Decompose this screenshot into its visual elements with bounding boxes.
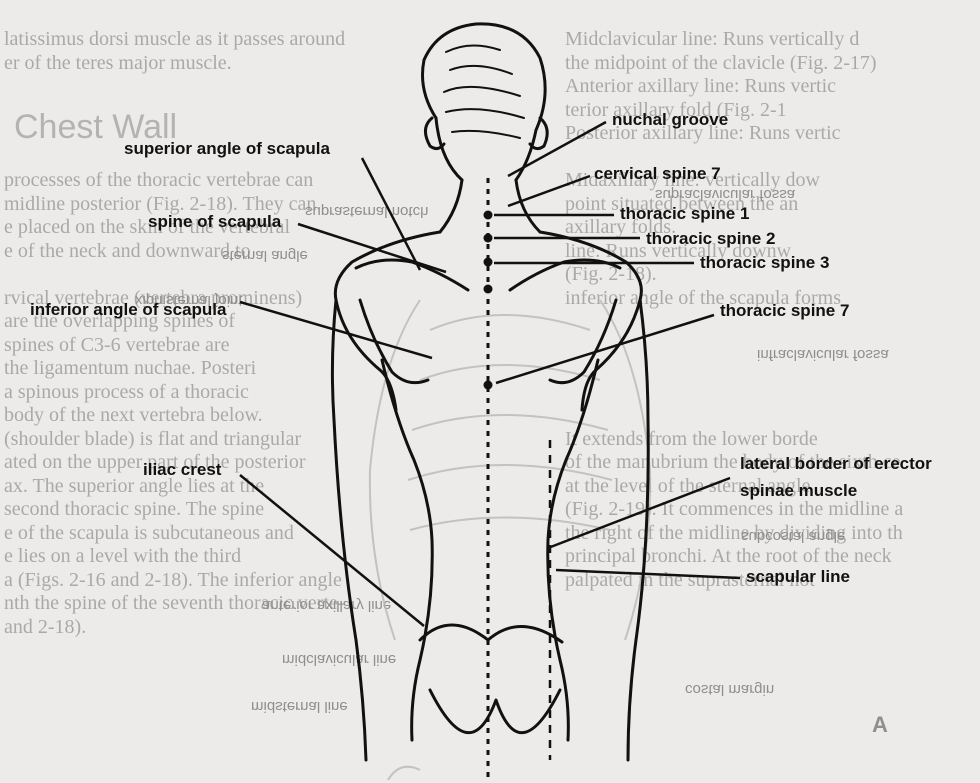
leader-nuchal-groove: [508, 122, 606, 176]
spine-dot: [484, 381, 493, 390]
label-lateral-border-erector-line1: lateral border of erector: [740, 454, 932, 474]
head-outline: [423, 24, 546, 180]
leader-erector-spinae: [548, 478, 730, 548]
label-superior-angle-of-scapula: superior angle of scapula: [124, 139, 330, 159]
leader-lines: [240, 122, 740, 626]
label-cervical-spine-7: cervical spine 7: [594, 164, 721, 184]
label-iliac-crest: iliac crest: [143, 460, 221, 480]
vertebral-column: [484, 178, 551, 780]
label-spine-of-scapula: spine of scapula: [148, 212, 281, 232]
body-outline: [332, 24, 648, 760]
label-lateral-border-erector-line2: spinae muscle: [740, 481, 857, 501]
leader-scapular-line: [556, 570, 740, 578]
label-inferior-angle-of-scapula: inferior angle of scapula: [30, 300, 227, 320]
spine-dot: [484, 258, 493, 267]
leader-spine-of-scapula: [298, 224, 446, 272]
label-thoracic-spine-1: thoracic spine 1: [620, 204, 749, 224]
label-thoracic-spine-3: thoracic spine 3: [700, 253, 829, 273]
label-nuchal-groove: nuchal groove: [612, 110, 728, 130]
leader-iliac-crest: [240, 475, 424, 626]
spine-dot: [484, 234, 493, 243]
label-thoracic-spine-7: thoracic spine 7: [720, 301, 849, 321]
leader-cervical-7: [508, 176, 590, 206]
label-thoracic-spine-2: thoracic spine 2: [646, 229, 775, 249]
spine-dot: [484, 285, 493, 294]
spine-dot: [484, 211, 493, 220]
leader-thoracic-7: [496, 315, 714, 383]
label-scapular-line: scapular line: [746, 567, 850, 587]
